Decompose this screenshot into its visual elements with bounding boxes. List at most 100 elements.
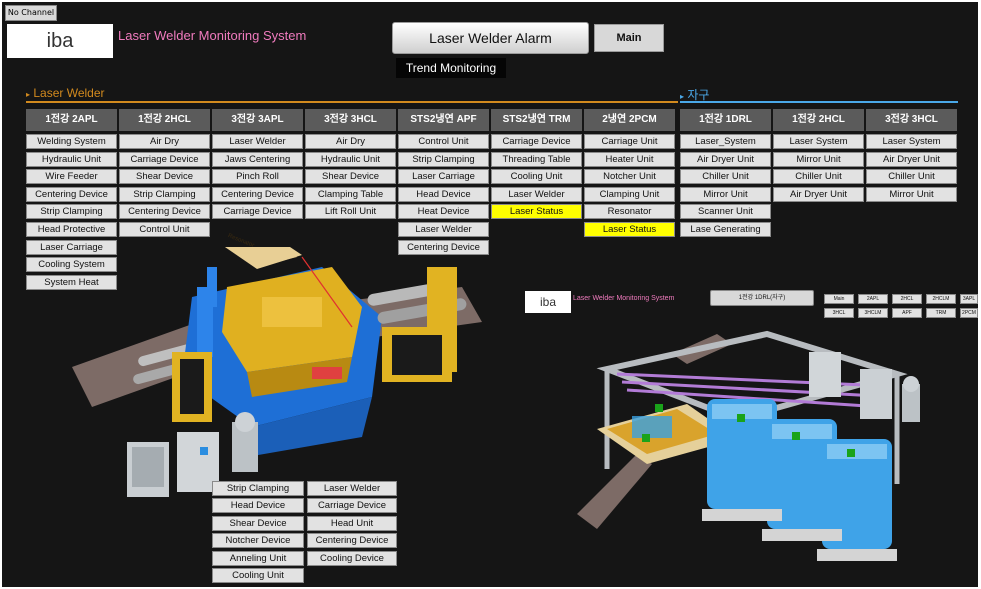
unit-button[interactable]: Strip Clamping <box>119 186 210 202</box>
column-header[interactable]: STS2냉연 TRM <box>491 109 582 131</box>
unit-button[interactable]: Carriage Device <box>491 134 582 149</box>
unit-button[interactable]: Air Dry <box>305 134 396 149</box>
bottom-unit-button[interactable]: Carriage Device <box>307 498 397 514</box>
unit-button[interactable]: Heater Unit <box>584 151 675 167</box>
inset-nav-button[interactable]: 3HCLM <box>858 308 888 318</box>
unit-button[interactable]: Air Dryer Unit <box>866 151 957 167</box>
unit-button[interactable]: Centering Device <box>119 204 210 220</box>
bottom-unit-button[interactable]: Head Device <box>212 498 304 514</box>
trend-monitoring-button[interactable]: Trend Monitoring <box>396 58 506 78</box>
unit-button[interactable]: Air Dryer Unit <box>773 186 864 202</box>
unit-button[interactable]: Welding System <box>26 134 117 149</box>
column-header[interactable]: 3전강 3APL <box>212 109 303 131</box>
unit-button[interactable]: Chiller Unit <box>773 169 864 185</box>
unit-button[interactable]: Mirror Unit <box>773 151 864 167</box>
unit-button[interactable]: Wire Feeder <box>26 169 117 185</box>
laser-status-button[interactable]: Laser Status <box>491 204 582 220</box>
unit-button[interactable]: Air Dryer Unit <box>680 151 771 167</box>
inset-nav-button[interactable]: Main <box>824 294 854 304</box>
laser-welder-machine-illustration <box>72 247 482 497</box>
unit-button[interactable]: Carriage Unit <box>584 134 675 149</box>
bottom-unit-button[interactable]: Anneling Unit <box>212 550 304 566</box>
unit-button[interactable]: Chiller Unit <box>680 169 771 185</box>
unit-button[interactable]: Control Unit <box>398 134 489 149</box>
unit-button[interactable]: Clamping Table <box>305 186 396 202</box>
unit-button[interactable]: Heat Device <box>398 204 489 220</box>
unit-button[interactable]: Centering Device <box>26 186 117 202</box>
column-header[interactable]: 1전강 1DRL <box>680 109 771 131</box>
unit-button[interactable]: Cooling Unit <box>491 169 582 185</box>
unit-button[interactable]: Laser_System <box>680 134 771 149</box>
unit-button[interactable]: Strip Clamping <box>398 151 489 167</box>
bottom-unit-button[interactable]: Head Unit <box>307 515 397 531</box>
bottom-unit-button[interactable]: Notcher Device <box>212 533 304 549</box>
unit-button[interactable]: Shear Device <box>119 169 210 185</box>
section-laser-welder-label: Laser Welder <box>33 86 105 100</box>
inset-line-button[interactable]: 1전강 1DRL(자구) <box>710 290 814 306</box>
bottom-unit-button[interactable]: Strip Clamping <box>212 481 304 496</box>
inset-app-title: Laser Welder Monitoring System <box>573 295 675 302</box>
inset-nav-button[interactable]: 2HCL <box>892 294 922 304</box>
bottom-unit-button[interactable]: Centering Device <box>307 533 397 549</box>
unit-button[interactable]: Laser Welder <box>398 222 489 237</box>
bottom-unit-button[interactable]: Cooling Device <box>307 550 397 566</box>
inset-nav-button[interactable]: APF <box>892 308 922 318</box>
bottom-unit-button[interactable]: Laser Welder <box>307 481 397 496</box>
unit-button[interactable]: Mirror Unit <box>866 186 957 202</box>
unit-button[interactable]: System Heat <box>26 274 117 290</box>
bottom-unit-button[interactable]: Cooling Unit <box>212 568 304 583</box>
laser-welder-alarm-button[interactable]: Laser Welder Alarm <box>392 22 589 54</box>
inset-nav-button[interactable]: TRM <box>926 308 956 318</box>
unit-button[interactable]: Strip Clamping <box>26 204 117 220</box>
unit-button[interactable]: Cooling System <box>26 257 117 273</box>
bottom-unit-button[interactable]: Shear Device <box>212 515 304 531</box>
unit-button[interactable]: Lase Generating <box>680 222 771 237</box>
section-laser-welder-underline <box>26 101 678 103</box>
inset-nav-button[interactable]: 3APL <box>960 294 978 304</box>
column-header[interactable]: STS2냉연 APF <box>398 109 489 131</box>
unit-button[interactable]: Head Protective <box>26 222 117 237</box>
unit-button[interactable]: Carriage Device <box>212 204 303 220</box>
unit-button[interactable]: Shear Device <box>305 169 396 185</box>
unit-button[interactable]: Hydraulic Unit <box>305 151 396 167</box>
unit-button[interactable]: Chiller Unit <box>866 169 957 185</box>
column-header[interactable]: 1전강 2HCL <box>773 109 864 131</box>
unit-button[interactable]: Jaws Centering <box>212 151 303 167</box>
unit-button[interactable]: Pinch Roll <box>212 169 303 185</box>
unit-button[interactable]: Laser Carriage <box>398 169 489 185</box>
unit-button[interactable]: Lift Roll Unit <box>305 204 396 220</box>
column-header[interactable]: 3전강 3HCL <box>866 109 957 131</box>
unit-button[interactable]: Control Unit <box>119 222 210 237</box>
unit-button[interactable]: Threading Table <box>491 151 582 167</box>
unit-button[interactable]: Hydraulic Unit <box>26 151 117 167</box>
drl-machine-illustration <box>577 330 920 561</box>
inset-nav-button[interactable]: 2HCLM <box>926 294 956 304</box>
unit-button[interactable]: Clamping Unit <box>584 186 675 202</box>
unit-button[interactable]: Notcher Unit <box>584 169 675 185</box>
section-jacha-underline <box>680 101 958 103</box>
column-header[interactable]: 1전강 2HCL <box>119 109 210 131</box>
column-header[interactable]: 2냉연 2PCM <box>584 109 675 131</box>
unit-button[interactable]: Head Device <box>398 186 489 202</box>
inset-nav-button[interactable]: 2PCM <box>960 308 978 318</box>
unit-button[interactable]: Mirror Unit <box>680 186 771 202</box>
unit-button[interactable]: Laser Carriage <box>26 239 117 255</box>
unit-button[interactable]: Laser Welder <box>491 186 582 202</box>
column-header[interactable]: 1전강 2APL <box>26 109 117 131</box>
unit-button[interactable]: Resonator <box>584 204 675 220</box>
unit-button[interactable]: Laser System <box>773 134 864 149</box>
unit-button[interactable]: Centering Device <box>212 186 303 202</box>
laser-status-button[interactable]: Laser Status <box>584 222 675 237</box>
unit-button[interactable]: Air Dry <box>119 134 210 149</box>
inset-nav-button[interactable]: 3HCL <box>824 308 854 318</box>
unit-button[interactable]: Laser System <box>866 134 957 149</box>
unit-button[interactable]: Carriage Device <box>119 151 210 167</box>
inset-nav-button[interactable]: 2APL <box>858 294 888 304</box>
unit-button[interactable]: Scanner Unit <box>680 204 771 220</box>
unit-button[interactable]: Centering Device <box>398 239 489 255</box>
main-button[interactable]: Main <box>594 24 664 52</box>
column-header[interactable]: 3전강 3HCL <box>305 109 396 131</box>
unit-button[interactable]: Laser Welder <box>212 134 303 149</box>
inset-iba-logo: iba <box>525 291 571 313</box>
